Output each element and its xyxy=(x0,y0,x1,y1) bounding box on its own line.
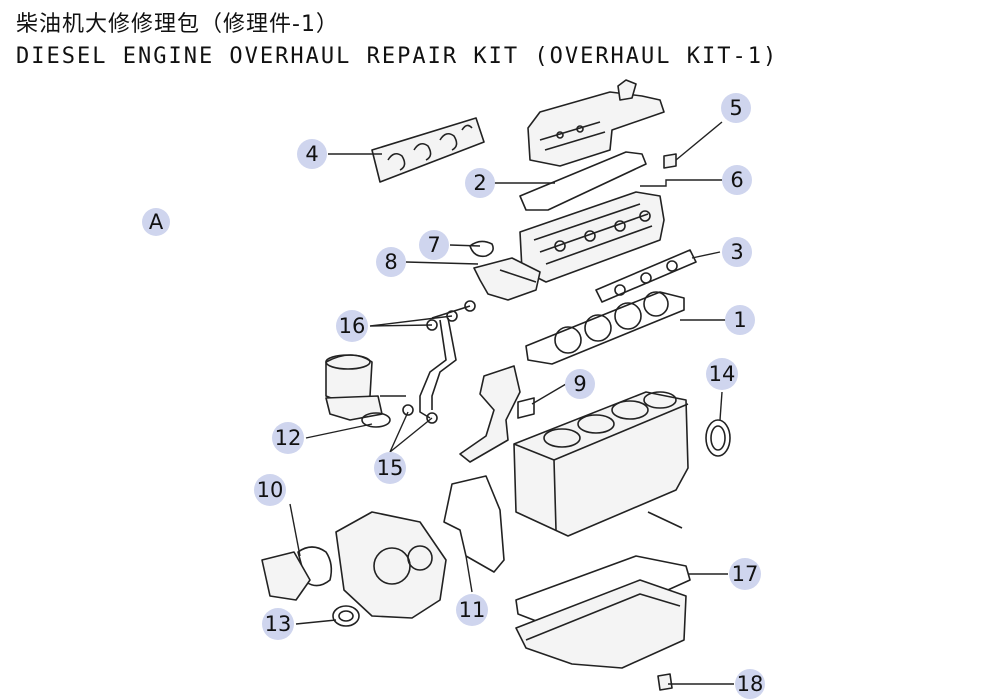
callout-1: 1 xyxy=(725,305,755,335)
svg-text:2: 2 xyxy=(473,171,486,195)
callout-4: 4 xyxy=(297,139,327,169)
callout-13: 13 xyxy=(262,608,294,640)
svg-text:9: 9 xyxy=(573,372,586,396)
svg-text:13: 13 xyxy=(265,612,292,636)
svg-text:18: 18 xyxy=(737,672,764,696)
callout-17: 17 xyxy=(729,558,761,590)
callout-9: 9 xyxy=(565,369,595,399)
front-oil-seal-13-drawing xyxy=(332,605,360,627)
svg-text:15: 15 xyxy=(377,456,404,480)
callout-8: 8 xyxy=(376,247,406,277)
water-inlet-drawing xyxy=(459,365,535,463)
callout-5: 5 xyxy=(721,93,751,123)
svg-text:12: 12 xyxy=(275,426,302,450)
svg-text:3: 3 xyxy=(730,240,743,264)
cylinder-head-drawing xyxy=(519,191,665,283)
svg-text:5: 5 xyxy=(729,96,742,120)
title-english: DIESEL ENGINE OVERHAUL REPAIR KIT (OVERH… xyxy=(16,44,779,69)
callout-6: 6 xyxy=(722,165,752,195)
svg-text:4: 4 xyxy=(305,142,318,166)
svg-text:14: 14 xyxy=(709,362,736,386)
plug-5-drawing xyxy=(663,153,677,169)
water-outlet-drawing xyxy=(469,240,541,301)
drain-plug-18-drawing xyxy=(657,673,673,691)
callout-16: 16 xyxy=(336,310,368,342)
leader-lines xyxy=(289,121,740,685)
svg-text:6: 6 xyxy=(730,168,743,192)
svg-text:11: 11 xyxy=(459,598,486,622)
callout-11: 11 xyxy=(456,594,488,626)
front-case-drawing xyxy=(335,511,447,619)
oil-pan-drawing xyxy=(515,579,687,669)
callout-10: 10 xyxy=(254,474,286,506)
svg-text:7: 7 xyxy=(427,233,440,257)
svg-text:1: 1 xyxy=(733,308,746,332)
svg-text:10: 10 xyxy=(257,478,284,502)
callout-2: 2 xyxy=(465,168,495,198)
water-pump-drawing xyxy=(261,546,333,601)
oil-filter-drawing xyxy=(325,354,406,421)
valve-cover-drawing xyxy=(527,79,665,167)
callout-12: 12 xyxy=(272,422,304,454)
svg-text:17: 17 xyxy=(732,562,759,586)
manifold-gasket-4-drawing xyxy=(371,117,485,183)
cylinder-block-drawing xyxy=(513,391,689,537)
svg-text:8: 8 xyxy=(384,250,397,274)
callout-18: 18 xyxy=(735,669,765,699)
exhaust-gasket-3-drawing xyxy=(595,249,697,303)
head-gasket-1-drawing xyxy=(525,291,685,365)
o-ring-12-drawing xyxy=(361,412,391,428)
callout-7: 7 xyxy=(419,230,449,260)
callout-14: 14 xyxy=(706,358,738,390)
oil-pan-gasket-17-drawing xyxy=(515,555,691,635)
svg-text:A: A xyxy=(149,210,164,234)
rear-oil-seal-14-drawing xyxy=(705,419,731,457)
title-chinese: 柴油机大修修理包（修理件-1） xyxy=(16,12,339,37)
valve-cover-gasket-drawing xyxy=(519,151,647,211)
view-label-a: A xyxy=(142,208,170,236)
svg-text:16: 16 xyxy=(339,314,366,338)
water-pipe-drawing xyxy=(402,300,476,424)
timing-gasket-11-drawing xyxy=(443,475,505,573)
callout-3: 3 xyxy=(722,237,752,267)
callout-15: 15 xyxy=(374,452,406,484)
